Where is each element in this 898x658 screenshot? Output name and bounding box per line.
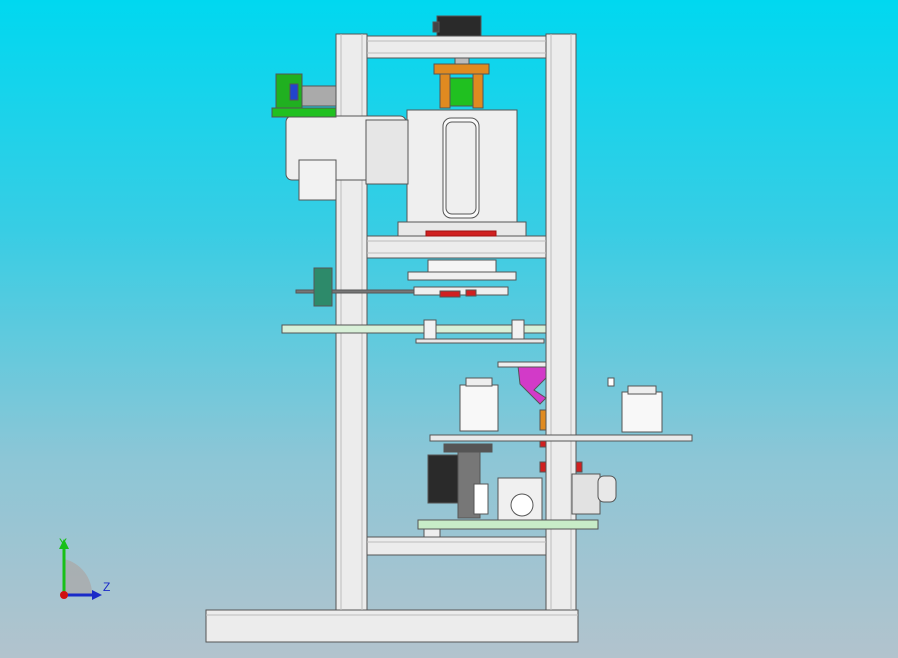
side-motor	[313, 267, 333, 307]
left-cylinder	[459, 384, 499, 432]
green-plate	[271, 107, 337, 118]
triad-graphic	[59, 539, 102, 600]
axis-triad: Y Z	[48, 535, 128, 605]
lower-beam	[366, 536, 547, 556]
upper-middle-beam	[366, 235, 547, 259]
lower-motor	[427, 454, 459, 504]
orange-bracket	[433, 63, 490, 75]
top-cross-beam	[366, 35, 547, 59]
top-motor	[436, 15, 482, 37]
z-axis-label: Z	[103, 580, 111, 594]
long-rod	[281, 324, 547, 334]
flange-plate	[407, 271, 517, 281]
right-cylinder	[621, 391, 663, 433]
y-axis-label: Y	[59, 536, 68, 550]
bottom-plate	[417, 519, 599, 530]
long-shelf	[429, 434, 693, 442]
magenta-linkage	[517, 365, 547, 405]
